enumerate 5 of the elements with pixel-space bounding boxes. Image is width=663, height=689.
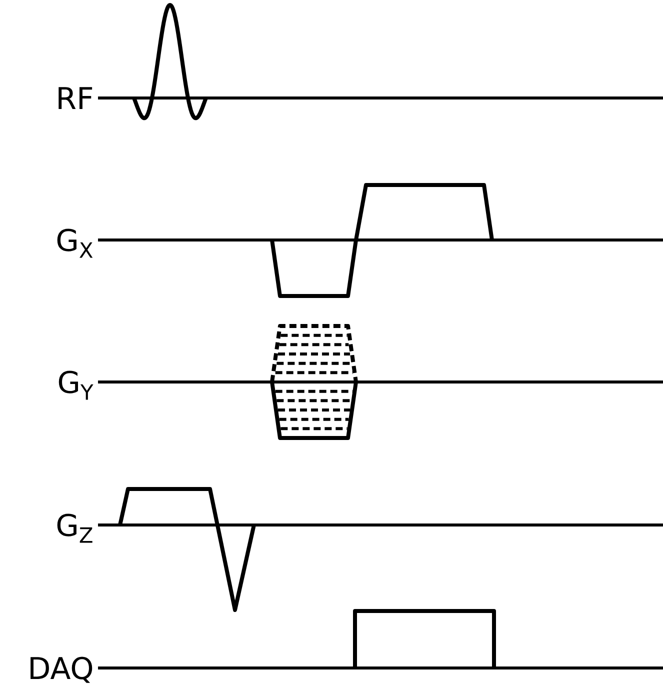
axis-label: G$_{Y}$: [58, 370, 94, 400]
axis-label: G$_{Z}$: [57, 514, 92, 543]
axis-label: DAQ: [30, 656, 92, 683]
axis-label: G$_{X}$: [57, 228, 93, 258]
axis-label: RF: [58, 87, 92, 109]
